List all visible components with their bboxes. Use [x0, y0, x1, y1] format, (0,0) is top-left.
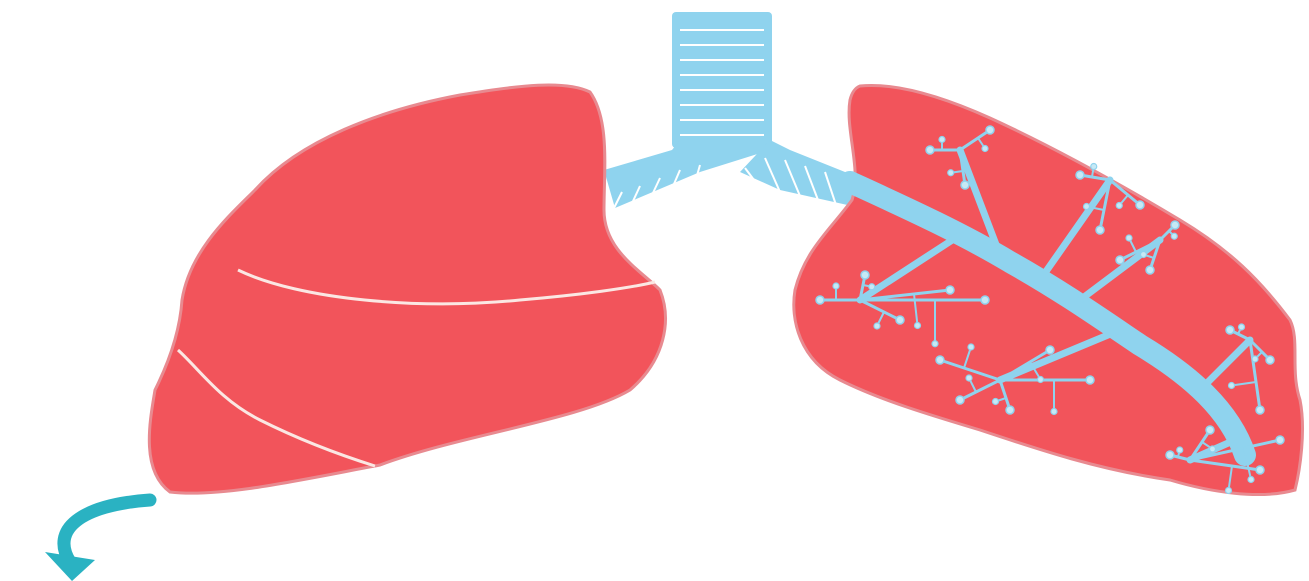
alveolus: [956, 396, 964, 404]
alveolus: [1141, 252, 1147, 258]
alveolus: [932, 341, 938, 347]
alveolus: [946, 286, 954, 294]
alveolus: [1091, 164, 1097, 170]
alveolus: [926, 146, 934, 154]
trachea: [672, 12, 772, 148]
alveolus: [833, 283, 839, 289]
alveolus: [1206, 426, 1214, 434]
alveolus: [1126, 235, 1132, 241]
alveolus: [1116, 203, 1122, 209]
alveolus: [936, 356, 944, 364]
alveolus: [1177, 447, 1183, 453]
alveolus: [981, 296, 989, 304]
alveolus: [1051, 409, 1057, 415]
alveolus: [1239, 324, 1245, 330]
alveolus: [1210, 446, 1216, 452]
alveolus: [1086, 376, 1094, 384]
alveolus: [982, 146, 988, 152]
alveolus: [1229, 383, 1235, 389]
alveolus: [1171, 233, 1177, 239]
alveolus: [1256, 406, 1264, 414]
left-lung: [149, 85, 665, 493]
alveolus: [1252, 356, 1258, 362]
alveolus: [961, 181, 969, 189]
alveolus: [1166, 451, 1174, 459]
alveolus: [861, 271, 869, 279]
alveolus: [939, 137, 945, 143]
alveolus: [1038, 377, 1044, 383]
alveolus: [986, 126, 994, 134]
alveolus: [874, 323, 880, 329]
alveolus: [1046, 346, 1054, 354]
alveolus: [968, 344, 974, 350]
alveolus: [966, 375, 972, 381]
alveolus: [1266, 356, 1274, 364]
alveolus: [869, 284, 875, 290]
alveolus: [816, 296, 824, 304]
bronchi: [604, 140, 870, 212]
alveolus: [1248, 477, 1254, 483]
alveolus: [993, 399, 999, 405]
alveolus: [948, 170, 954, 176]
alveolus: [1136, 201, 1144, 209]
alveolus: [1116, 256, 1124, 264]
alveolus: [1096, 226, 1104, 234]
alveolus: [1076, 171, 1084, 179]
alveolus: [1146, 266, 1154, 274]
alveolus: [1276, 436, 1284, 444]
alveolus: [1171, 221, 1179, 229]
alveolus: [1256, 466, 1264, 474]
alveolus: [915, 323, 921, 329]
curved-arrow-icon: [45, 500, 150, 581]
alveolus: [896, 316, 904, 324]
alveolus: [1226, 488, 1232, 494]
alveolus: [1226, 326, 1234, 334]
alveolus: [1084, 204, 1090, 210]
alveolus: [1006, 406, 1014, 414]
